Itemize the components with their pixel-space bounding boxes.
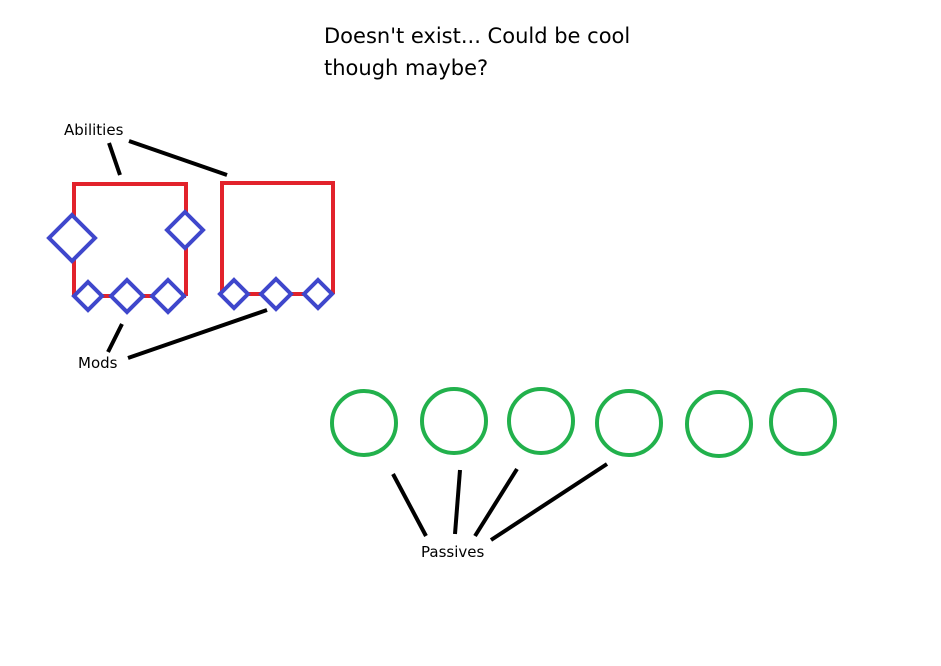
mod-diamond [301,277,335,311]
mod-diamond [108,277,146,315]
abilities-leader-1 [107,142,122,176]
mod-diamond [46,212,98,264]
note-line-2: though maybe? [324,56,488,80]
mod-diamond [71,279,105,313]
mods-leader-1 [106,323,124,353]
ability-slot-2 [217,181,335,312]
passives-leader-3 [473,467,519,538]
passives-leader-2 [453,469,462,535]
passive-circle [420,387,488,455]
passives-label: Passives [421,543,484,561]
ability-slot-1 [46,182,206,315]
passive-circle [507,387,575,455]
mod-diamond [217,277,251,311]
passive-circle [330,389,398,457]
passive-circle [769,388,837,456]
passive-circle [685,390,753,458]
abilities-label: Abilities [64,121,124,139]
mods-label: Mods [78,354,118,372]
mod-diamond [164,209,206,251]
ability-frame-2 [220,181,335,294]
passives-leader-1 [391,473,428,537]
mods-leader-2 [127,308,268,360]
note-line-1: Doesn't exist... Could be cool [324,24,630,48]
mod-diamond [258,276,294,312]
passive-circle [595,389,663,457]
passives-leader-4 [489,462,609,542]
abilities-leader-2 [128,139,228,177]
mod-diamond [149,277,187,315]
